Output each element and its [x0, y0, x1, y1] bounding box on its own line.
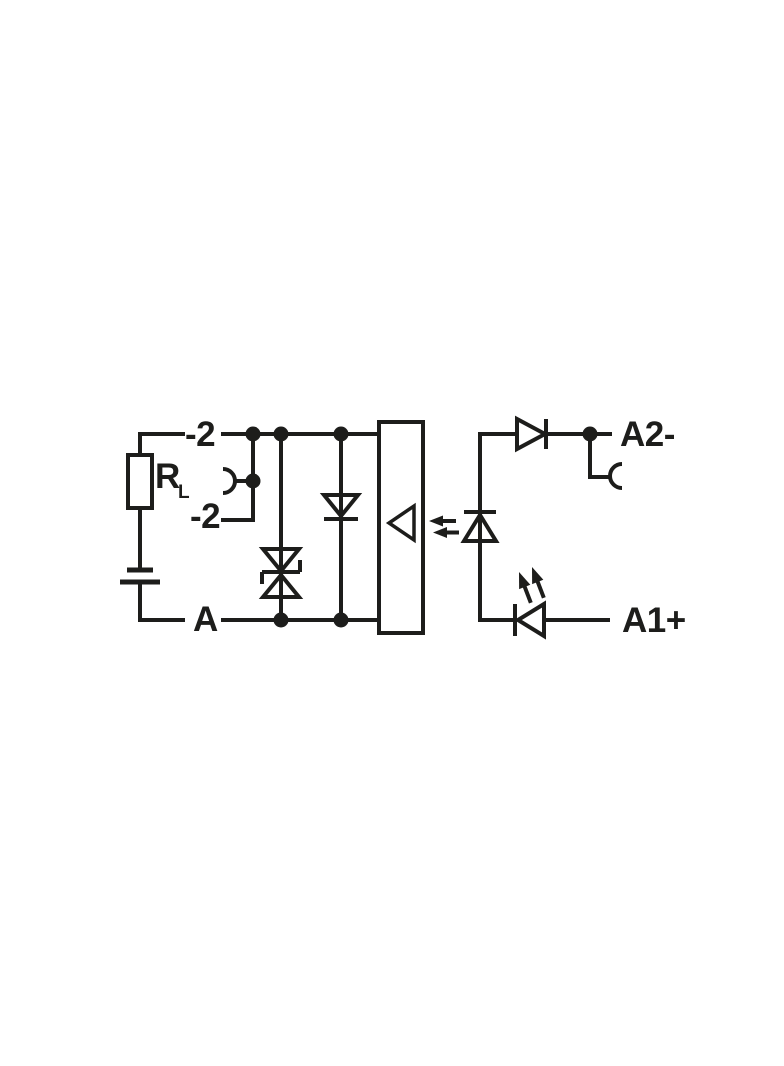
terminal-label-a: A — [193, 600, 218, 639]
junction-dot — [245, 426, 261, 442]
resistor-label: R — [155, 457, 180, 496]
battery-icon — [120, 567, 160, 585]
junction-dot — [245, 473, 261, 489]
tvs-suppressor-diode-icon — [258, 547, 304, 599]
junction-dots — [245, 426, 598, 628]
status-led-icon — [513, 600, 546, 640]
led-emission-arrow-2 — [532, 567, 546, 599]
wire-right-vertical — [478, 432, 517, 622]
blocking-diode-triangle — [515, 415, 550, 453]
freewheel-diode-icon — [319, 493, 363, 521]
light-arrow-head-2 — [433, 527, 447, 538]
plug-contact-left-icon — [222, 467, 237, 495]
emitter-diode-triangle — [460, 511, 500, 543]
terminal-label-a1-plus: A1+ — [622, 601, 686, 640]
light-arrows-icon — [429, 515, 459, 538]
blocking-diode-icon — [515, 415, 550, 453]
diode-triangle — [319, 493, 363, 520]
wire-battery-to-bottom — [138, 584, 185, 622]
wire-branch-minus2-mid — [221, 434, 255, 522]
plug-contact-right-icon — [608, 462, 623, 490]
terminal-label-a2-minus: A2- — [620, 415, 675, 454]
wire-plug-contact-right — [588, 434, 610, 479]
optocoupler-emitter-diode-icon — [460, 510, 500, 543]
optocoupler-receiver-box — [377, 420, 425, 635]
terminal-label-minus2-mid: -2 — [190, 497, 220, 536]
junction-dot — [582, 426, 598, 442]
tvs-lower-triangle — [258, 571, 304, 599]
junction-dot — [333, 426, 349, 442]
led-emission-arrow-1 — [519, 572, 533, 604]
junction-dot — [273, 426, 289, 442]
tvs-upper-triangle — [258, 547, 304, 575]
wires — [138, 432, 612, 622]
led-triangle — [514, 600, 546, 640]
optocoupler-receiver-icon — [385, 502, 416, 544]
light-arrow-head-1 — [429, 515, 443, 527]
wire-top-left-corner — [138, 432, 185, 456]
load-resistor-icon — [126, 453, 154, 510]
resistor-label-subscript: L — [178, 482, 190, 503]
junction-dot — [273, 612, 289, 628]
led-emission-arrows-icon — [519, 567, 546, 604]
junction-dot — [333, 612, 349, 628]
terminal-label-minus2-top: -2 — [185, 415, 215, 454]
